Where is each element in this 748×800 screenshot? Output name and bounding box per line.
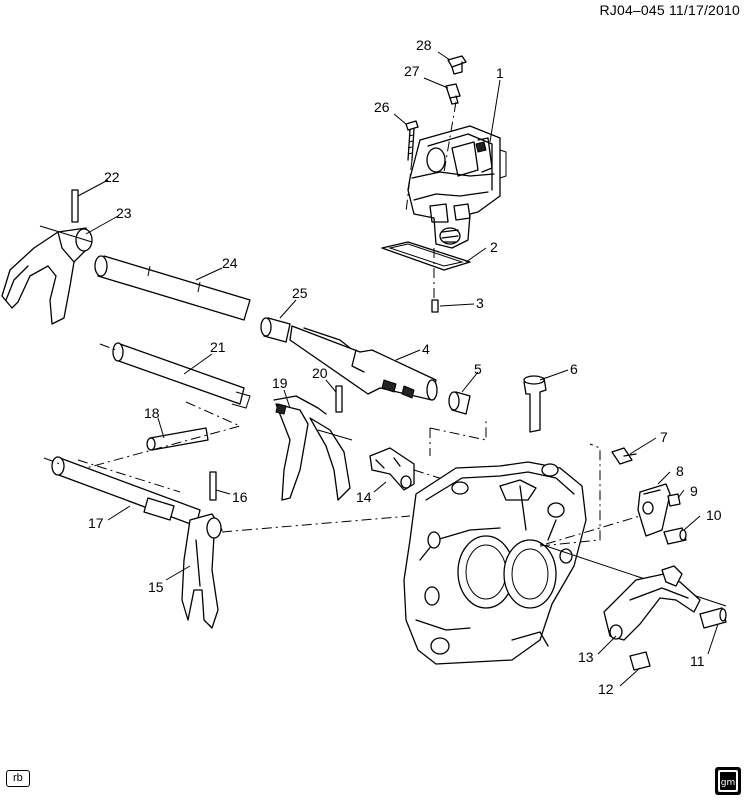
part-13-shift-lever: [603, 565, 701, 641]
part-14-bracket: [369, 447, 415, 491]
gm-logo-text: gm: [721, 778, 735, 788]
part-22-pin: [71, 189, 79, 223]
callout-11: 11: [690, 653, 705, 669]
part-3-dowel: [431, 299, 439, 313]
part-26-bolt: [405, 120, 419, 161]
part-1-shift-control: [407, 125, 507, 249]
callout-16: 16: [232, 489, 248, 505]
part-28-cap: [447, 55, 467, 75]
callout-7: 7: [660, 429, 668, 445]
part-19-fork: [273, 395, 351, 501]
part-17-shift-rail: [51, 456, 201, 527]
part-23-shift-fork: [1, 227, 93, 325]
part-15-fork: [181, 513, 223, 629]
part-24-shift-rail: [94, 255, 251, 321]
part-27-switch: [445, 83, 461, 105]
callout-1: 1: [496, 65, 504, 81]
callout-19: 19: [272, 375, 288, 391]
part-25-sleeve: [260, 317, 291, 343]
callout-20: 20: [312, 365, 328, 381]
callout-24: 24: [222, 255, 238, 271]
callout-5: 5: [474, 361, 482, 377]
callout-4: 4: [422, 341, 430, 357]
callout-17: 17: [88, 515, 104, 531]
callout-21: 21: [210, 339, 226, 355]
part-8-bracket: [637, 483, 671, 537]
leader-lines: [77, 51, 719, 687]
part-9-bolt: [667, 493, 681, 507]
part-4-shift-shaft: [289, 325, 438, 401]
callout-10: 10: [706, 507, 722, 523]
callout-27: 27: [404, 63, 420, 79]
callout-26: 26: [374, 99, 390, 115]
part-20-pin: [335, 385, 343, 413]
transmission-case: [403, 461, 587, 665]
part-21-shift-rail: [112, 342, 251, 409]
callout-3: 3: [476, 295, 484, 311]
part-11-bolt: [699, 607, 727, 629]
gm-logo: gm: [715, 767, 741, 795]
callout-14: 14: [356, 489, 372, 505]
callout-6: 6: [570, 361, 578, 377]
callout-labels: 1 28 27 26 2 3 4 5 6 7 8 9 10 11 12 13 1…: [88, 37, 722, 697]
corner-tag: rb: [6, 770, 30, 787]
part-12-clip: [629, 651, 651, 671]
part-7-bolt: [611, 447, 637, 465]
callout-13: 13: [578, 649, 594, 665]
part-18-pin: [146, 427, 209, 451]
callout-18: 18: [144, 405, 160, 421]
callout-12: 12: [598, 681, 614, 697]
part-10-bolt: [663, 527, 687, 545]
callout-15: 15: [148, 579, 164, 595]
diagram-reference-code: RJ04–045 11/17/2010: [599, 2, 740, 18]
callout-23: 23: [116, 205, 132, 221]
callout-28: 28: [416, 37, 432, 53]
callout-8: 8: [676, 463, 684, 479]
callout-22: 22: [104, 169, 120, 185]
part-5-bushing: [448, 391, 471, 415]
part-2-gasket: [381, 241, 471, 271]
part-6-plug: [523, 375, 547, 433]
callout-9: 9: [690, 483, 698, 499]
callout-25: 25: [292, 285, 308, 301]
callout-2: 2: [490, 239, 498, 255]
part-16-pin: [209, 471, 217, 501]
